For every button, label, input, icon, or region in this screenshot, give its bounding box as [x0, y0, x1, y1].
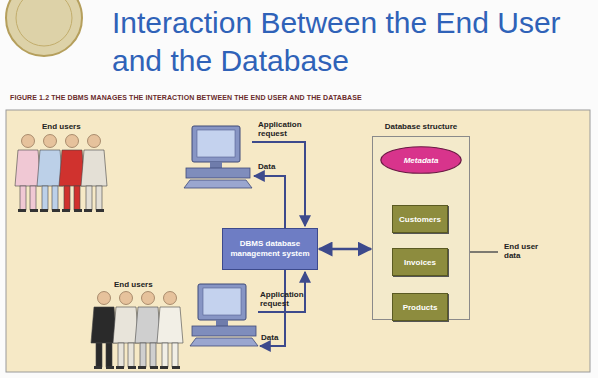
arrow-label: Application request — [260, 290, 318, 308]
figure-caption: FIGURE 1.2 THE DBMS MANAGES THE INTERACT… — [10, 94, 590, 101]
computer — [190, 284, 258, 346]
node-text: Invoices — [404, 258, 436, 267]
node-text: Customers — [399, 215, 441, 224]
bracket-label: End user data — [504, 242, 554, 260]
user-group-label: End users — [114, 280, 174, 289]
computer — [184, 126, 252, 188]
node-text: Metadata — [404, 156, 439, 165]
metadata-ellipse: Metadata — [380, 146, 462, 174]
slide-title: Interaction Between the End User and the… — [112, 4, 592, 80]
node-text: Products — [403, 303, 438, 312]
dbms-box: DBMS database management system — [222, 228, 318, 270]
figure-panel — [6, 110, 590, 372]
double-arrow — [319, 248, 371, 251]
table-box: Products — [392, 293, 448, 321]
request-arrow — [252, 142, 305, 226]
data-arrow — [254, 176, 285, 228]
node-text: DBMS database management system — [227, 239, 313, 259]
end-users-top — [15, 135, 107, 213]
arrow-label: Data — [261, 333, 283, 342]
node-text: Database structure — [372, 122, 470, 131]
data-arrow — [260, 270, 285, 346]
end-users-bottom — [91, 292, 183, 370]
user-group-label: End users — [42, 122, 102, 131]
arrow-label: Application request — [258, 120, 316, 138]
database-structure: Database structureMetadataCustomersInvoi… — [372, 122, 470, 320]
table-box: Invoices — [392, 248, 448, 276]
table-box: Customers — [392, 205, 448, 233]
arrow-label: Data — [258, 162, 282, 171]
logo-seal — [6, 0, 82, 56]
